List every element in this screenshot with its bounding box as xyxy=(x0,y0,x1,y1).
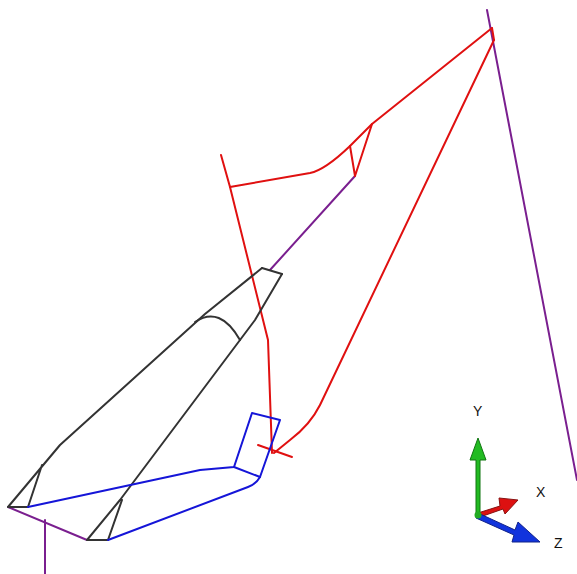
apex xyxy=(492,28,494,40)
lower-link xyxy=(8,507,87,540)
rear-member xyxy=(274,40,494,453)
purple-links xyxy=(8,10,577,574)
upper-arm xyxy=(221,28,492,187)
right-edge xyxy=(87,274,282,540)
joint-mark xyxy=(258,445,292,457)
base-loop xyxy=(28,413,280,540)
axis-triad xyxy=(470,438,540,542)
black-body xyxy=(8,268,282,540)
top-edge xyxy=(262,268,282,274)
inner-arc xyxy=(195,316,240,340)
upper-bracket xyxy=(350,124,372,176)
strut-link xyxy=(270,176,355,270)
vertical-link xyxy=(44,520,46,574)
long-link xyxy=(487,10,577,480)
axis-label: Y xyxy=(473,404,482,418)
blue-frame xyxy=(28,413,280,540)
x-axis-arrow xyxy=(478,498,518,517)
z-axis-arrow xyxy=(476,513,540,542)
base-cross xyxy=(234,467,260,477)
red-frame xyxy=(221,28,494,457)
axis-origin xyxy=(475,512,482,519)
axis-label: X xyxy=(536,485,545,499)
left-edge xyxy=(8,268,262,507)
y-axis-arrow xyxy=(470,438,486,515)
axis-label: Z xyxy=(554,536,563,550)
